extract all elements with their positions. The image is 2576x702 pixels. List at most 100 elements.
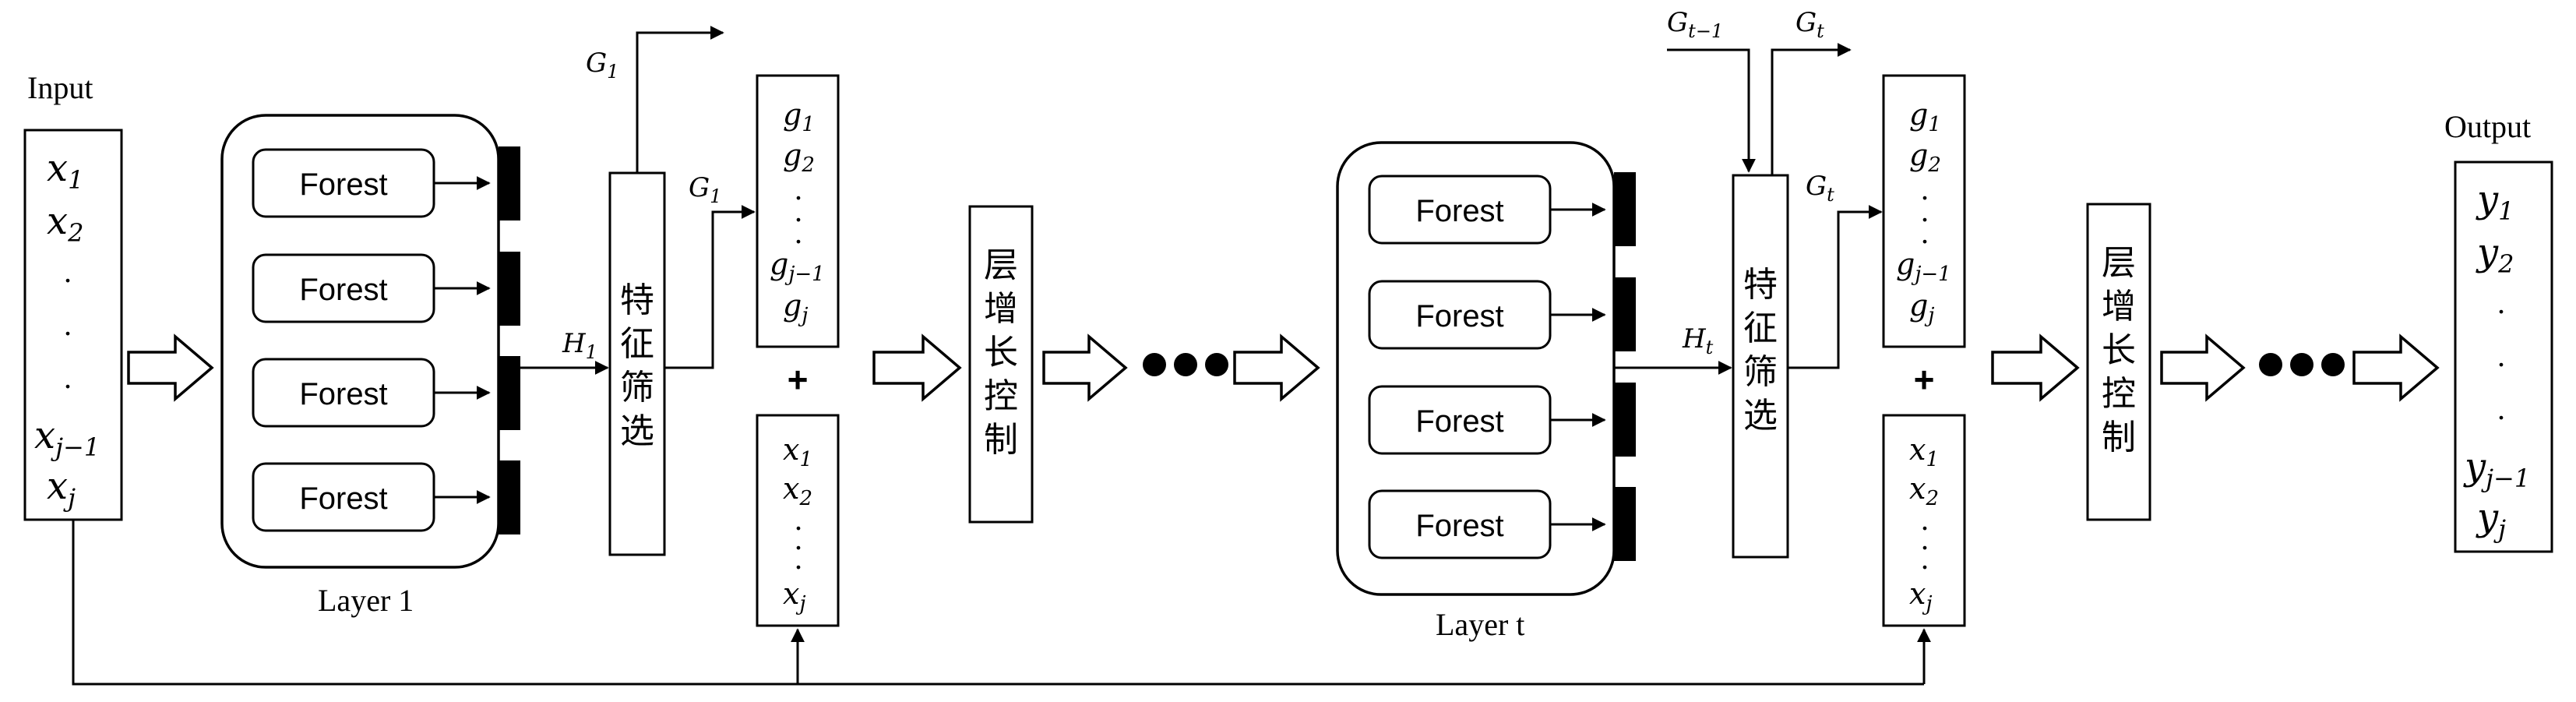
svg-text:层: 层 <box>984 245 1018 285</box>
svg-text:xj−1: xj−1 <box>34 414 100 462</box>
svg-text:长: 长 <box>2102 330 2136 370</box>
svg-text:Forest: Forest <box>299 273 387 307</box>
svg-text:控: 控 <box>984 376 1018 416</box>
svg-text:层: 层 <box>2102 243 2136 283</box>
layert-label: Layer t <box>1436 607 1524 642</box>
feature-select-box-1 <box>608 171 666 556</box>
layer1-label: Layer 1 <box>318 583 414 618</box>
svg-text:xj: xj <box>1909 577 1933 616</box>
svg-text:特: 特 <box>620 280 654 320</box>
svg-text:征: 征 <box>620 324 654 364</box>
svg-text:x1: x1 <box>1909 432 1939 471</box>
svg-text:.: . <box>1921 215 1929 250</box>
hollow-arrow-input <box>127 333 214 402</box>
svg-text:gj−1: gj−1 <box>1896 247 1951 286</box>
layer1-box <box>220 114 500 569</box>
growth-control-text-t: 层 增 长 控 制 <box>2102 243 2136 457</box>
svg-text:.: . <box>64 307 72 342</box>
svg-text:.: . <box>2497 285 2505 320</box>
svg-text:制: 制 <box>2102 418 2136 457</box>
hollow-arrow-to-growth-1 <box>872 333 962 402</box>
svg-text:Forest: Forest <box>1415 194 1503 228</box>
svg-text:y1: y1 <box>2476 178 2514 226</box>
svg-text:.: . <box>1921 541 1929 576</box>
svg-text:制: 制 <box>984 420 1018 460</box>
hollow-arrow-to-layert <box>1233 333 1320 402</box>
input-label: Input <box>27 70 93 105</box>
svg-text:Forest: Forest <box>1415 299 1503 333</box>
growth-control-box-1 <box>968 205 1034 524</box>
gtm1-input-arrow <box>1667 48 1756 173</box>
output-vector-box <box>2454 161 2553 553</box>
x-vector-box-1 <box>756 414 840 627</box>
svg-text:特: 特 <box>1743 265 1778 305</box>
svg-text:x1: x1 <box>783 432 812 471</box>
layer1-forests: Forest Forest Forest Forest <box>252 146 520 534</box>
svg-text:.: . <box>1921 193 1929 228</box>
svg-text:g1: g1 <box>783 97 815 136</box>
svg-text:筛: 筛 <box>1743 352 1778 392</box>
feature-select-text-t: 特 征 筛 选 <box>1743 265 1778 436</box>
svg-text:征: 征 <box>1743 309 1778 348</box>
svg-text:.: . <box>1921 502 1929 537</box>
svg-text:Forest: Forest <box>1415 404 1503 439</box>
g-vector-box-1 <box>756 74 840 348</box>
g-vector-entries-t: g1 g2 . . . gj−1 gj <box>1896 97 1951 327</box>
ht-label: Ht <box>1682 323 1714 358</box>
plus-sign-t: + <box>1914 359 1935 400</box>
svg-text:x2: x2 <box>47 199 83 248</box>
svg-text:.: . <box>795 521 802 556</box>
svg-text:.: . <box>1921 521 1929 556</box>
gt-top-label: Gt <box>1795 7 1824 42</box>
svg-text:.: . <box>795 541 802 576</box>
g1-mid-label: G1 <box>689 172 721 207</box>
feature-select-text-1: 特 征 筛 选 <box>620 280 654 451</box>
gt-to-gvector-arrow <box>1788 205 1883 369</box>
g1-to-gvector-arrow <box>664 205 756 369</box>
svg-text:.: . <box>795 215 802 250</box>
svg-text:g2: g2 <box>1909 138 1941 177</box>
x-vector-box-t <box>1882 414 1966 627</box>
ellipsis-dots-1 <box>1143 353 1228 376</box>
svg-text:g1: g1 <box>1909 97 1941 136</box>
svg-text:Forest: Forest <box>299 482 387 516</box>
svg-text:xj: xj <box>47 464 76 513</box>
svg-text:Forest: Forest <box>1415 509 1503 543</box>
hollow-arrow-to-ellipsis-1 <box>1042 333 1128 402</box>
svg-text:.: . <box>2497 391 2505 426</box>
svg-text:g2: g2 <box>783 138 815 177</box>
svg-text:选: 选 <box>1743 396 1778 436</box>
svg-text:.: . <box>795 502 802 537</box>
hollow-arrow-to-growth-t <box>1991 333 2080 402</box>
hollow-arrow-to-ellipsis-2 <box>2160 333 2246 402</box>
gtm1-label: Gt−1 <box>1667 7 1723 42</box>
svg-text:yj−1: yj−1 <box>2463 445 2530 493</box>
feature-select-box-t <box>1732 174 1789 559</box>
svg-text:.: . <box>1921 171 1929 206</box>
hollow-arrow-to-output <box>2352 333 2440 402</box>
svg-text:.: . <box>2497 338 2505 373</box>
output-label: Output <box>2444 109 2531 144</box>
bottom-feedback-lines <box>72 520 1931 686</box>
svg-text:增: 增 <box>984 289 1018 329</box>
svg-text:gj: gj <box>783 288 808 327</box>
svg-text:x1: x1 <box>47 146 83 195</box>
ellipsis-dots-2 <box>2259 353 2345 376</box>
h1-label: H1 <box>562 328 597 363</box>
g-vector-box-t <box>1882 74 1966 348</box>
x-vector-entries-1: x1 x2 . . . xj <box>783 432 812 616</box>
svg-text:筛: 筛 <box>620 368 654 407</box>
svg-text:增: 增 <box>2102 287 2136 326</box>
growth-control-box-t <box>2086 203 2151 521</box>
svg-text:.: . <box>64 360 72 395</box>
svg-text:x2: x2 <box>1909 471 1939 510</box>
svg-text:gj: gj <box>1909 288 1934 327</box>
svg-text:yj: yj <box>2476 496 2506 544</box>
svg-text:xj: xj <box>783 577 806 616</box>
svg-text:控: 控 <box>2102 374 2136 414</box>
plus-sign-1: + <box>788 359 809 400</box>
svg-text:Forest: Forest <box>299 377 387 411</box>
svg-text:选: 选 <box>620 411 654 451</box>
svg-text:长: 长 <box>984 333 1018 372</box>
svg-text:.: . <box>795 193 802 228</box>
